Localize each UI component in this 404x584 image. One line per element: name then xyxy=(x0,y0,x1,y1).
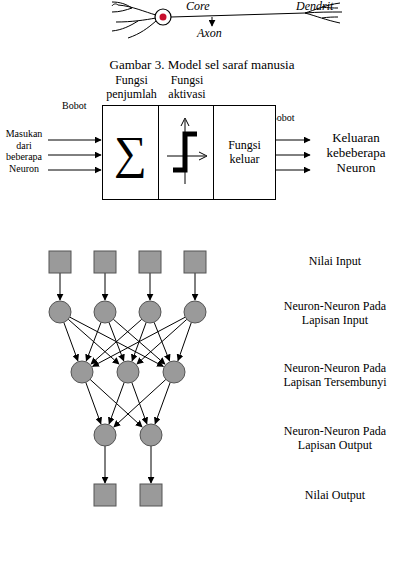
layer-label: Neuron-Neuron Pada Lapisan Output xyxy=(268,425,402,453)
block-heading: Fungsi penjumlah xyxy=(95,74,168,102)
weight-label: Bobot xyxy=(62,100,86,112)
part-label: Core xyxy=(186,0,210,14)
layer-label: Neuron-Neuron Pada Lapisan Tersembunyi xyxy=(268,362,402,390)
output-note: Keluaran kebeberapa Neuron xyxy=(310,131,402,176)
activation-block: Fungsi aktivasi xyxy=(158,105,214,200)
layer-label: Nilai Output xyxy=(268,489,402,503)
part-label: Dendrit xyxy=(296,0,333,14)
cell-body xyxy=(155,9,171,25)
network-links xyxy=(60,273,195,483)
step-function-symbol xyxy=(159,106,213,199)
block-text: Fungsi keluar xyxy=(214,139,275,167)
output-function-block: Fungsi keluar xyxy=(213,105,276,200)
figure-caption: Gambar 3. Model sel saraf manusia xyxy=(0,58,404,73)
layer-label: Neuron-Neuron Pada Lapisan Input xyxy=(268,300,402,328)
part-label: Axon xyxy=(197,27,222,41)
block-text: ∑ xyxy=(103,130,158,176)
layer-label: Nilai Input xyxy=(268,255,402,269)
block-heading: Fungsi aktivasi xyxy=(151,74,223,102)
nucleus xyxy=(160,14,167,21)
input-note: Masukan dari beberapa Neuron xyxy=(0,128,48,174)
network-units xyxy=(49,251,206,506)
summation-block: Fungsi penjumlah∑ xyxy=(102,105,159,200)
